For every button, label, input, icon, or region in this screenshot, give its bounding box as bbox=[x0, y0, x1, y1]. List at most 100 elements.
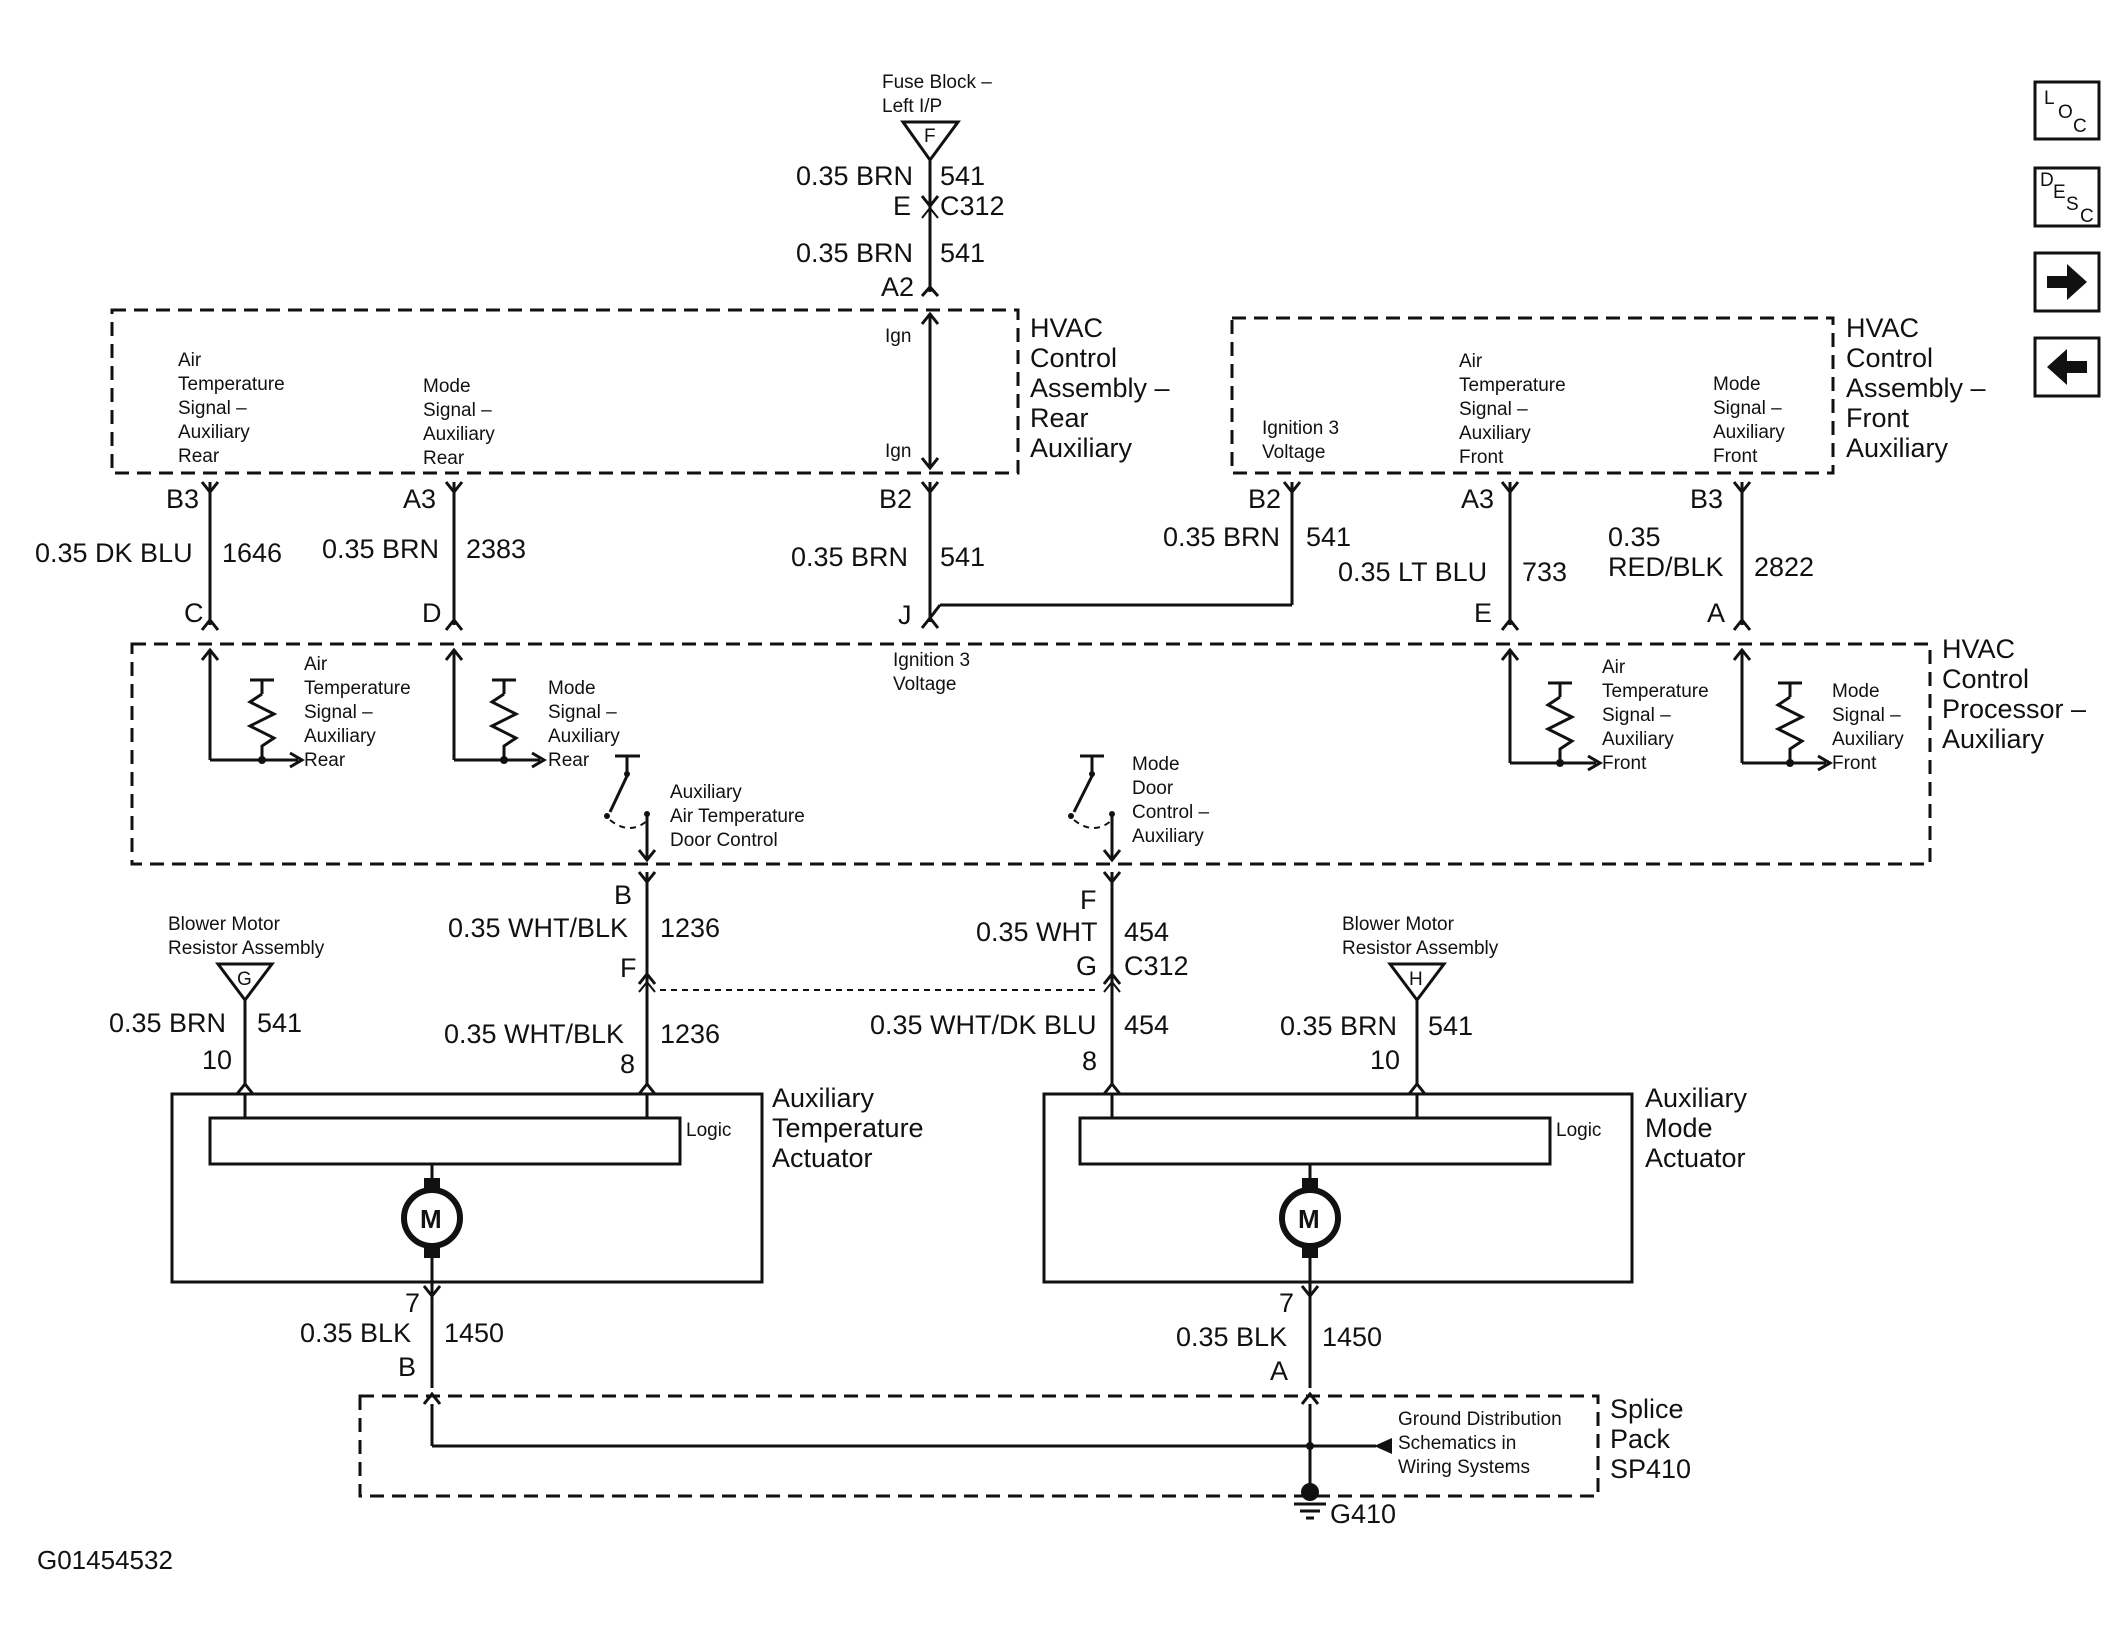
connector-pin: B2 bbox=[879, 484, 912, 514]
resistor-icon bbox=[1544, 681, 1576, 767]
blower-letter: H bbox=[1409, 969, 1423, 990]
connector-pin: E bbox=[1474, 598, 1492, 628]
signal-label: Mode bbox=[1132, 754, 1180, 775]
loc-letter-c: C bbox=[2073, 116, 2087, 137]
blower-label: Blower Motor bbox=[168, 914, 281, 935]
signal-label: Rear bbox=[548, 750, 590, 771]
signal-label: Auxiliary bbox=[670, 782, 742, 803]
wire-label: 0.35 WHT bbox=[976, 917, 1098, 947]
blower-label: Blower Motor bbox=[1342, 914, 1455, 935]
wire-label: 0.35 bbox=[1608, 522, 1661, 552]
component-title: Assembly – bbox=[1030, 373, 1170, 403]
component-title: Control bbox=[1846, 343, 1933, 373]
note-label: Ground Distribution bbox=[1398, 1409, 1562, 1430]
prev-button[interactable] bbox=[2033, 336, 2101, 398]
logic-label: Logic bbox=[686, 1120, 731, 1141]
component-title: Actuator bbox=[1645, 1143, 1746, 1173]
component-title: Rear bbox=[1030, 403, 1089, 433]
signal-label: Temperature bbox=[1602, 681, 1709, 702]
next-button[interactable] bbox=[2033, 251, 2101, 313]
loc-letter-o: O bbox=[2058, 102, 2073, 123]
ground-label: G410 bbox=[1330, 1499, 1396, 1529]
connector-pin: 8 bbox=[620, 1049, 635, 1079]
signal-label: Air Temperature bbox=[670, 806, 805, 827]
component-title: Auxiliary bbox=[772, 1083, 875, 1113]
signal-label: Auxiliary bbox=[1832, 729, 1904, 750]
circuit-number: 541 bbox=[1306, 522, 1351, 552]
loc-button-icon: L O C bbox=[2044, 88, 2087, 137]
connector-pin: B3 bbox=[166, 484, 199, 514]
wire-label: 0.35 WHT/BLK bbox=[444, 1019, 624, 1049]
desc-letter-d: D bbox=[2040, 170, 2054, 191]
wire-label: 0.35 LT BLU bbox=[1338, 557, 1487, 587]
signal-label: Signal – bbox=[304, 702, 373, 723]
motor-icon: M bbox=[401, 1187, 463, 1249]
component-title: Assembly – bbox=[1846, 373, 1986, 403]
signal-label: Front bbox=[1832, 753, 1877, 774]
connector-pin: A2 bbox=[881, 272, 914, 302]
circuit-number: 1450 bbox=[1322, 1322, 1382, 1352]
component-title: Processor – bbox=[1942, 694, 2086, 724]
switch-icon bbox=[1068, 754, 1115, 829]
connector-pin: E bbox=[893, 191, 911, 221]
signal-label: Mode bbox=[1832, 681, 1880, 702]
ign-label: Ign bbox=[885, 441, 911, 462]
component-title: Auxiliary bbox=[1846, 433, 1949, 463]
blower-letter: G bbox=[237, 969, 252, 990]
wire-label: 0.35 BRN bbox=[791, 542, 908, 572]
desc-button[interactable]: D E S C bbox=[2033, 166, 2101, 228]
connector-pin: A bbox=[1270, 1356, 1288, 1386]
wire-label: RED/BLK bbox=[1608, 552, 1724, 582]
connector-pin: 7 bbox=[405, 1288, 420, 1318]
component-title: Auxiliary bbox=[1942, 724, 2045, 754]
circuit-number: 2383 bbox=[466, 534, 526, 564]
signal-label: Rear bbox=[423, 448, 465, 469]
component-title: HVAC bbox=[1846, 313, 1919, 343]
component-title: Front bbox=[1846, 403, 1910, 433]
resistor-icon bbox=[246, 678, 278, 764]
circuit-number: 733 bbox=[1522, 557, 1567, 587]
connector-pin: B3 bbox=[1690, 484, 1723, 514]
note-label: Schematics in bbox=[1398, 1433, 1516, 1454]
component-title: Splice bbox=[1610, 1394, 1684, 1424]
ground-icon bbox=[1294, 1483, 1326, 1520]
signal-label: Mode bbox=[423, 376, 471, 397]
blower-label: Resistor Assembly bbox=[1342, 938, 1499, 959]
signal-label: Temperature bbox=[178, 374, 285, 395]
desc-letter-c: C bbox=[2080, 206, 2094, 227]
signal-label: Signal – bbox=[178, 398, 247, 419]
fuse-block-location: Left I/P bbox=[882, 96, 942, 117]
circuit-number: 541 bbox=[940, 238, 985, 268]
motor-letter: M bbox=[420, 1204, 442, 1234]
signal-label: Temperature bbox=[304, 678, 411, 699]
signal-label: Control – bbox=[1132, 802, 1210, 823]
wire-label: 0.35 BLK bbox=[1176, 1322, 1287, 1352]
motor-letter: M bbox=[1298, 1204, 1320, 1234]
signal-label: Door Control bbox=[670, 830, 778, 851]
blower-label: Resistor Assembly bbox=[168, 938, 325, 959]
wire-label: 0.35 BRN bbox=[796, 161, 913, 191]
figure-id: G01454532 bbox=[37, 1545, 173, 1575]
circuit-number: 541 bbox=[1428, 1011, 1473, 1041]
desc-letter-e: E bbox=[2053, 182, 2066, 203]
circuit-number: 541 bbox=[257, 1008, 302, 1038]
signal-label: Mode bbox=[1713, 374, 1761, 395]
component-title: Control bbox=[1030, 343, 1117, 373]
component-title: SP410 bbox=[1610, 1454, 1691, 1484]
circuit-number: 541 bbox=[940, 542, 985, 572]
circuit-number: 2822 bbox=[1754, 552, 1814, 582]
signal-label: Auxiliary bbox=[1602, 729, 1674, 750]
component-title: Auxiliary bbox=[1645, 1083, 1748, 1113]
signal-label: Auxiliary bbox=[423, 424, 495, 445]
wire-label: 0.35 BRN bbox=[796, 238, 913, 268]
loc-button[interactable]: L O C bbox=[2033, 80, 2101, 141]
signal-label: Signal – bbox=[1832, 705, 1901, 726]
connector-pin: 7 bbox=[1279, 1288, 1294, 1318]
switch-icon bbox=[604, 754, 650, 829]
component-title: Pack bbox=[1610, 1424, 1671, 1454]
connector-pin: D bbox=[422, 598, 442, 628]
connector-pin: A3 bbox=[1461, 484, 1494, 514]
wire-label: 0.35 WHT/BLK bbox=[448, 913, 628, 943]
signal-label: Ignition 3 bbox=[893, 650, 970, 671]
wire-label: 0.35 BRN bbox=[1163, 522, 1280, 552]
